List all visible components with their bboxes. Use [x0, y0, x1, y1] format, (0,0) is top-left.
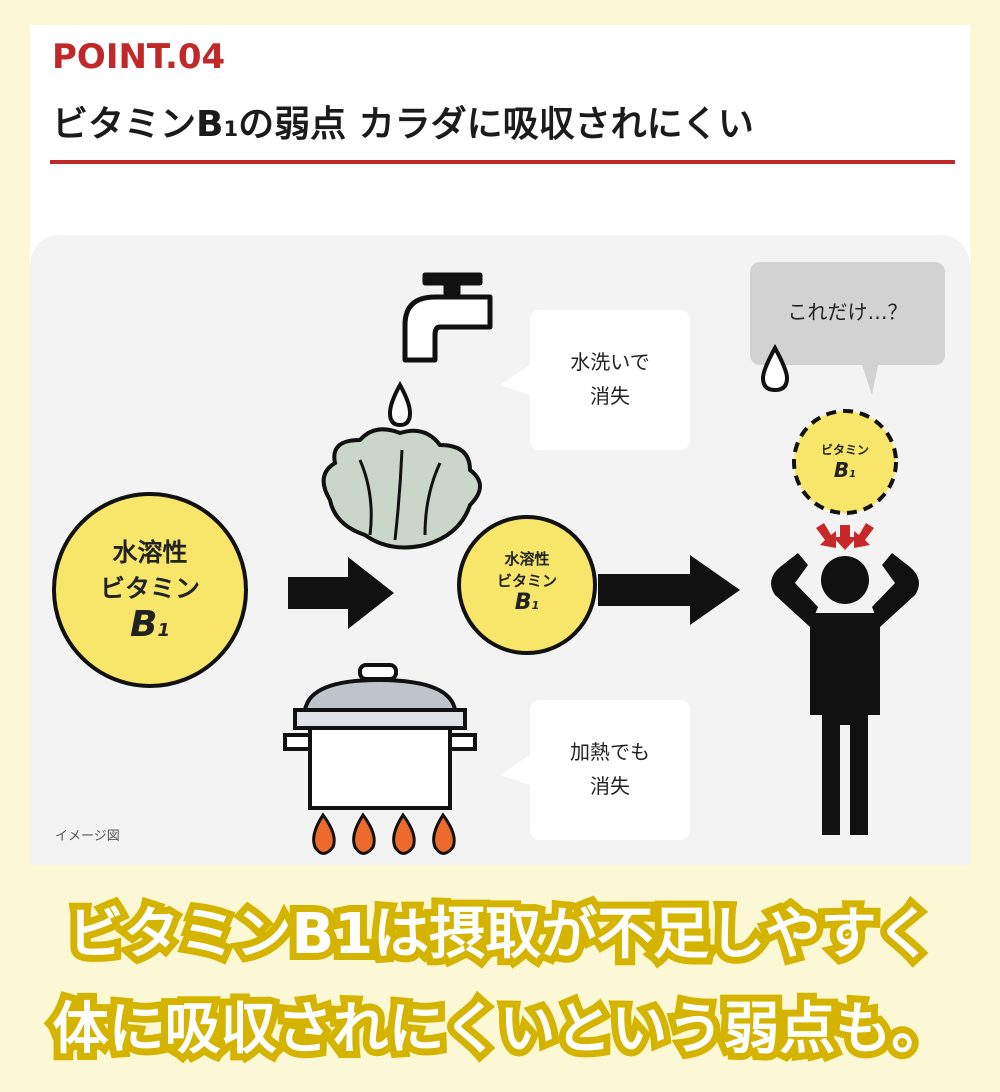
- dashed-vitamin-circle: [792, 409, 898, 515]
- bubble-line: 加熱でも: [570, 740, 650, 764]
- title-part: ビタミンB: [52, 104, 224, 145]
- b-letter: B: [833, 458, 850, 482]
- title-subscript: 1: [223, 117, 239, 141]
- sweat-drop-icon: [760, 343, 790, 393]
- bubble-heat-text: 加熱でも 消失: [530, 735, 690, 803]
- bubble-wash: [500, 310, 690, 450]
- bubble-line: 水洗いで: [570, 350, 650, 374]
- page-title: ビタミンB1の弱点 カラダに吸収されにくい: [52, 95, 754, 147]
- label-line: ビタミン: [99, 574, 200, 603]
- point-label: POINT.04: [52, 37, 226, 77]
- b-letter: B: [514, 590, 532, 615]
- big-circle-label: 水溶性 ビタミン B1: [54, 535, 246, 649]
- bubble-heat: [500, 700, 690, 840]
- label-line: ビタミン: [820, 443, 869, 457]
- caption-line-1: ビタミンB1は摂取が不足しやすく: [60, 895, 939, 974]
- faucet-icon: [402, 272, 493, 363]
- red-arrow-icon: [816, 523, 874, 550]
- big-vitamin-circle: [52, 492, 248, 688]
- bubble-line: 消失: [590, 774, 630, 798]
- flame-icon: [312, 812, 456, 855]
- pot-icon: [283, 663, 477, 810]
- dashed-circle-label: ビタミン B1: [794, 440, 896, 485]
- label-line: 水溶性: [504, 550, 550, 568]
- small-circle-label: 水溶性 ビタミン B1: [459, 548, 595, 617]
- bubble-thought-text: これだけ…？: [787, 300, 908, 324]
- person-icon: [771, 553, 919, 835]
- lettuce-icon: [321, 427, 482, 550]
- title-divider: [50, 160, 955, 164]
- image-note: イメージ図: [55, 829, 120, 844]
- caption-line-2: 体に吸収されにくいという弱点も。: [46, 990, 955, 1069]
- bubble-thought: [750, 262, 945, 395]
- bubble-wash-text: 水洗いで 消失: [530, 345, 690, 413]
- bubble-line: 消失: [590, 384, 630, 408]
- water-drop-icon: [387, 380, 413, 428]
- label-line: 水溶性: [112, 538, 188, 567]
- arrow-right-icon: [288, 557, 394, 629]
- small-vitamin-circle: [457, 515, 597, 655]
- infographic-card: POINT.04 ビタミンB1の弱点 カラダに吸収されにくい: [30, 25, 970, 865]
- label-line: B1: [54, 607, 246, 649]
- b-letter: B: [130, 604, 158, 645]
- label-line: ビタミン: [496, 572, 557, 590]
- b-sub: 1: [849, 469, 857, 480]
- label-line: B1: [459, 592, 595, 617]
- diagram-panel: 水溶性 ビタミン B1 水溶性 ビタミン B1 ビタミン B1 水洗いで 消失 …: [30, 235, 970, 865]
- b-sub: 1: [157, 620, 170, 641]
- title-part: の弱点 カラダに吸収されにくい: [238, 104, 754, 145]
- arrow-right-icon: [598, 555, 740, 625]
- label-line: B1: [794, 460, 896, 485]
- b-sub: 1: [531, 599, 540, 612]
- diagram-illustration: [52, 262, 945, 855]
